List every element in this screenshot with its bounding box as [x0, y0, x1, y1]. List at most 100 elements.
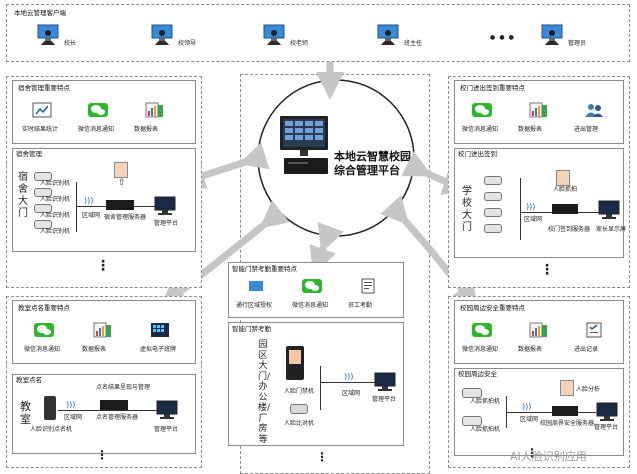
wechat-icon [472, 102, 492, 118]
wechat-icon [302, 278, 322, 294]
dorm-lan-label: 区域网 [82, 212, 101, 219]
face-compare-camera-icon [290, 404, 308, 414]
dorm-camera-label: 人脸识别机 [40, 228, 71, 235]
server-monitor-icon [280, 116, 328, 174]
feature-label: 微信消息通知 [462, 346, 499, 353]
wifi-icon: ))) [84, 196, 94, 205]
role-label: 校领导 [178, 40, 197, 47]
classroom-room-text: 教室 [20, 400, 31, 426]
client-bar [6, 4, 630, 62]
perimeter-ellipsis: ⋮ [526, 446, 539, 460]
gate-photo-label: 人脸抓拍 [553, 186, 578, 193]
dorm-ellipsis: ⋮ [96, 258, 111, 274]
gate-section-box [454, 148, 624, 258]
access-wifi-icon: ))) [344, 372, 354, 381]
user-computer-icon [540, 24, 564, 46]
gate-bus-line [520, 178, 521, 240]
feature-label: 员工考勤 [348, 302, 373, 309]
access-section-title: 智能门禁考勤 [232, 325, 271, 333]
classroom-result-label: 点名结果呈现与管理 [96, 384, 151, 391]
arrow-classroom-platform [159, 200, 290, 309]
gate-face-camera-icon [484, 176, 502, 185]
wechat-icon [34, 322, 54, 338]
perimeter-server-icon [552, 406, 578, 416]
data-report-icon [92, 322, 112, 338]
dorm-platform-label: 管理平台 [154, 220, 179, 227]
gate-area-text: 学校大门 [462, 186, 472, 233]
area-auth-icon [246, 278, 266, 294]
classroom-platform-label: 管理平台 [154, 426, 179, 433]
role-label: 班主任 [404, 40, 423, 47]
watermark: AI人脸识别应用 [510, 450, 587, 463]
feature-label: 实时结果统计 [22, 126, 59, 133]
client-ellipsis: ● ● ● [490, 34, 515, 41]
gate-lan-label: 区域网 [524, 216, 543, 223]
dorm-up-arrow: ⇧ [118, 178, 126, 188]
access-area-text: 园区大门/办公楼/厂房等 [258, 340, 271, 445]
platform-title-line2: 综合管理平台 [334, 164, 400, 177]
dorm-gate-text: 宿舍大门 [18, 172, 28, 219]
dorm-face-photo-icon [114, 162, 128, 178]
gate-wifi-icon: ))) [526, 202, 536, 211]
dorm-section-title: 宿舍管理 [16, 150, 42, 158]
dorm-camera-label: 人脸识别机 [40, 180, 71, 187]
wechat-icon [472, 322, 492, 338]
arrow-access-platform [309, 222, 344, 276]
access-bus-line [320, 366, 321, 410]
dorm-camera-label: 人脸识别机 [40, 212, 71, 219]
feature-label: 数据报表 [518, 346, 543, 353]
user-computer-icon [262, 24, 286, 46]
classroom-lan-label: 区域网 [64, 414, 83, 421]
classroom-server-icon [100, 400, 128, 410]
data-report-icon [144, 102, 164, 118]
user-computer-icon [376, 24, 400, 46]
feature-label: 微信消息通知 [462, 126, 499, 133]
feature-label: 通行区域授权 [236, 302, 273, 309]
perimeter-camera-2-label: 人脸抓拍机 [470, 426, 501, 433]
perimeter-lan-label: 区域网 [520, 416, 539, 423]
access-platform-monitor-icon [374, 372, 396, 391]
access-device-1-label: 人脸门禁机 [284, 388, 315, 395]
perimeter-server-label: 校园周界安全服务器 [540, 420, 595, 427]
access-record-icon [584, 322, 604, 338]
perimeter-face-photo-icon [560, 380, 574, 396]
perimeter-wifi-icon: ))) [522, 402, 532, 411]
perimeter-camera-1-icon [462, 388, 482, 398]
role-label: 校长 [64, 40, 77, 47]
gate-display-label: 家长显示屏 [596, 226, 627, 233]
perimeter-features-title: 校园周边安全重要特点 [460, 304, 525, 312]
perimeter-section-title: 校园周边安全 [458, 370, 497, 378]
feature-label: 数据报表 [518, 126, 543, 133]
dorm-face-camera-icon [34, 172, 52, 181]
perimeter-analysis-label: 人脸分析 [576, 386, 601, 393]
access-features-title: 智能门禁考勤重要特点 [232, 265, 297, 273]
realtime-stats-icon [32, 102, 52, 118]
classroom-platform-monitor-icon [156, 400, 178, 419]
access-ellipsis: ⋮ [316, 450, 329, 464]
feature-label: 进出管理 [574, 126, 599, 133]
perimeter-camera-1-label: 人脸抓拍机 [470, 398, 501, 405]
gate-ellipsis: ⋮ [540, 262, 555, 278]
gate-face-camera-icon [484, 208, 502, 217]
dorm-platform-monitor-icon [154, 196, 176, 215]
dorm-server-icon [106, 200, 134, 210]
feature-label: 虚拟电子班牌 [140, 346, 177, 353]
gate-face-camera-icon [484, 192, 502, 201]
perimeter-platform-label: 管理平台 [594, 424, 619, 431]
data-report-icon [528, 322, 548, 338]
feature-label: 微信消息通知 [24, 346, 61, 353]
gate-face-photo-icon [556, 170, 570, 186]
feature-label: 数据报表 [134, 126, 159, 133]
classroom-wifi-icon: ))) [66, 400, 76, 409]
access-lan-label: 区域网 [342, 390, 361, 397]
classroom-camera-label: 人脸识别点名机 [30, 426, 73, 433]
gate-features-title: 校门进出签到重要特点 [460, 84, 525, 92]
gate-server-label: 校门签到服务器 [548, 226, 591, 233]
perimeter-link-line [506, 412, 596, 413]
feature-label: 数据报表 [82, 346, 107, 353]
role-label: 校老师 [290, 40, 309, 47]
classroom-link-line [58, 410, 162, 411]
classroom-server-label: 点名管理服务器 [96, 414, 139, 421]
dorm-bus-line [76, 182, 77, 232]
classroom-section-title: 教室点名 [16, 376, 42, 384]
